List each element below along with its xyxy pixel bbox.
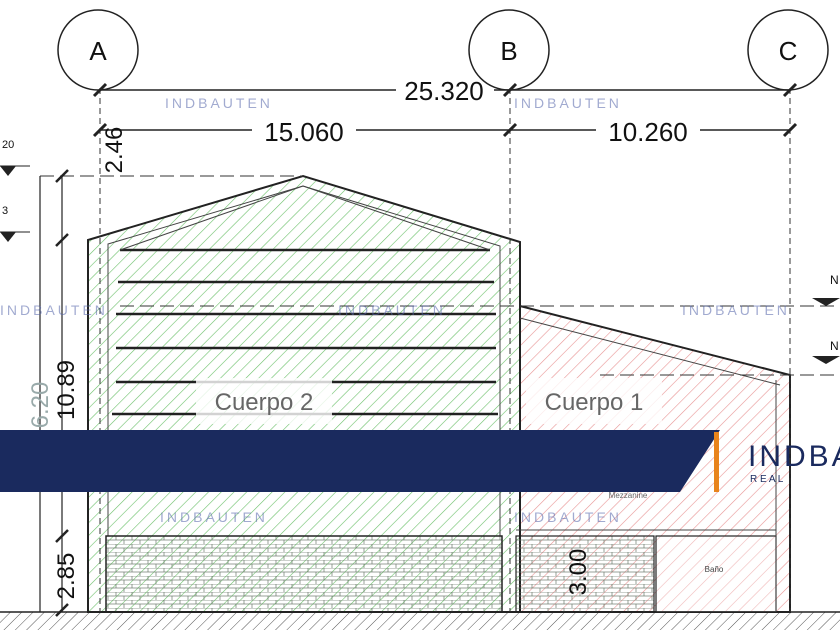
dim-body1-base: 3.00 (565, 549, 592, 596)
body1-brick-base (515, 535, 655, 613)
bathroom-room (655, 535, 777, 613)
watermarks: INDBAUTEN INDBAUTEN INDBAUTEN INDBAUTEN … (0, 95, 790, 525)
bathroom-label: Baño (705, 565, 724, 574)
dim-height-main: 10.89 (53, 360, 80, 420)
dim-roof-rise: 2.46 (101, 127, 128, 174)
body2-label: Cuerpo 2 (215, 389, 314, 416)
truss-right (302, 185, 491, 251)
body1-roof-inner (519, 317, 781, 386)
watermark-7: INDBAUTEN (514, 509, 622, 525)
grid-label-a: A (89, 36, 107, 66)
dim-span-bc: 10.260 (608, 117, 688, 147)
level-lines (40, 175, 840, 376)
grid-label-c: C (779, 36, 798, 66)
truss-left (119, 185, 304, 251)
level-mark-right-second: N (812, 339, 840, 364)
level-mark-left-top: 20 (0, 139, 30, 176)
watermark-4: INDBAUTEN (338, 302, 446, 318)
level-label-left-second: 3 (2, 205, 8, 217)
banner-brand: INDBA (748, 440, 840, 473)
banner-orange-mark (714, 432, 719, 492)
dim-height-base: 2.85 (53, 553, 80, 600)
grid-bubble-c: C (747, 9, 829, 91)
dim-lines-horizontal (92, 82, 798, 138)
watermark-3: INDBAUTEN (0, 302, 108, 318)
level-mark-left-second: 3 (0, 205, 30, 242)
level-label-left-top: 20 (2, 139, 14, 151)
mezzanine-label: Mezzanine (609, 491, 648, 500)
watermark-6: INDBAUTEN (160, 509, 268, 525)
watermark-2: INDBAUTEN (514, 95, 622, 111)
level-label-right-second: N (830, 339, 839, 353)
level-label-right-top: N (830, 273, 839, 287)
level-mark-right-top: N (812, 273, 840, 306)
grid-lines (99, 88, 791, 612)
body1-label: Cuerpo 1 (545, 389, 644, 416)
dim-span-ab: 15.060 (264, 117, 344, 147)
watermark-5: INDBAUTEN (682, 302, 790, 318)
grid-bubble-a: A (57, 9, 139, 91)
ground-hatch (0, 612, 840, 630)
dim-height-partial: 6.20 (27, 382, 54, 429)
dim-lines-vertical (39, 169, 69, 617)
body2-brick-base (105, 535, 503, 613)
dim-total: 25.320 (404, 76, 484, 106)
body1-label-bg (526, 378, 662, 424)
watermark-1: INDBAUTEN (165, 95, 273, 111)
body2-label-bg (196, 378, 332, 424)
banner-bar (0, 430, 720, 492)
grid-label-b: B (500, 36, 517, 66)
banner-sub: R E A L (750, 474, 784, 485)
